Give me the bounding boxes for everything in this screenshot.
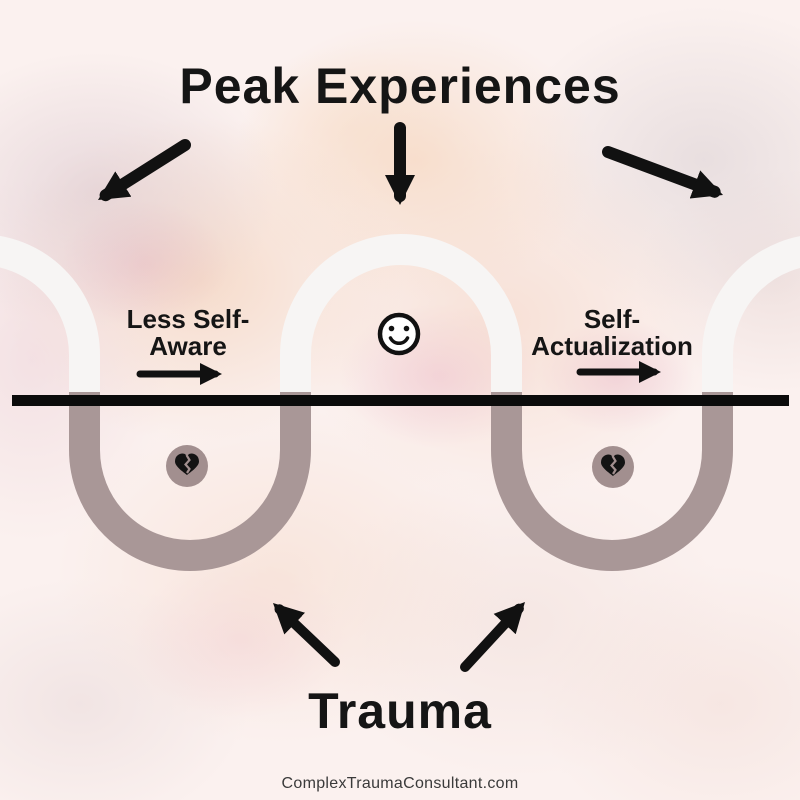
baseline-divider [12,395,789,406]
self-actualization-line1: Self- [583,304,641,334]
down-right-arrow-icon [602,146,724,199]
watermark-url: ComplexTraumaConsultant.com [281,775,519,792]
trough-arch-left [69,392,311,571]
less-self-aware-line1: Less Self- [126,304,250,334]
peak-arch-left [0,235,100,412]
less-self-aware-line2: Aware [149,331,227,361]
trauma-title: Trauma [308,683,492,739]
self-actualization-line2: Actualization [531,331,693,361]
trough-arch-right [491,392,733,571]
page-title: Peak Experiences [179,58,621,114]
peak-arch-right [702,236,800,412]
broken-heart-icon [166,445,208,487]
up-left-arrow-icon [272,602,340,667]
down-left-arrow-icon [97,139,191,202]
peak-arches [0,234,800,412]
up-right-arrow-icon [460,601,526,672]
less-self-aware-label: Less Self- Aware [127,306,250,360]
smiley-face-icon [377,312,421,356]
self-actualization-label: Self- Actualization [531,306,693,360]
trough-arches [69,392,733,571]
broken-heart-icon [592,446,634,488]
peak-arch-center [280,234,522,412]
